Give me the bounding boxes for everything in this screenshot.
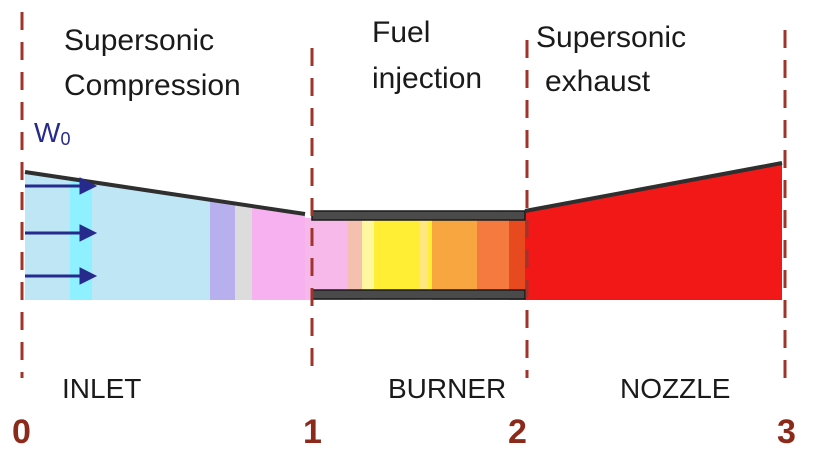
w0-subscript: 0 bbox=[60, 129, 70, 149]
burner-label: BURNER bbox=[388, 373, 506, 404]
inlet-label: INLET bbox=[62, 373, 141, 404]
flow-arrow-head bbox=[79, 224, 98, 242]
burner-flow-region bbox=[305, 218, 525, 300]
flow-arrow-head bbox=[79, 177, 98, 195]
station-label-3: 3 bbox=[777, 413, 796, 451]
nozzle-wall bbox=[524, 161, 783, 213]
station-label-0: 0 bbox=[12, 413, 31, 451]
flow-arrow-head bbox=[79, 267, 98, 285]
w0-main: W bbox=[34, 117, 61, 148]
supersonic-compression-label-line2: Compression bbox=[64, 69, 241, 102]
nozzle-flow-region bbox=[525, 164, 782, 300]
station-label-1: 1 bbox=[303, 413, 322, 451]
burner-bottom-wall bbox=[311, 289, 526, 300]
supersonic-exhaust-label-line2: exhaust bbox=[545, 65, 651, 98]
fuel-injection-label-line2: injection bbox=[372, 62, 482, 95]
w0-label: W0 bbox=[34, 117, 70, 149]
station-lines bbox=[20, 12, 787, 378]
supersonic-compression-label-line1: Supersonic bbox=[64, 24, 214, 57]
fuel-injection-label-line1: Fuel bbox=[372, 16, 430, 49]
supersonic-exhaust-label-line1: Supersonic bbox=[536, 21, 686, 54]
flow-arrows bbox=[25, 177, 98, 285]
nozzle-label: NOZZLE bbox=[620, 373, 730, 404]
burner-top-wall bbox=[311, 210, 526, 221]
inlet-ramp-wall bbox=[24, 170, 306, 216]
station-label-2: 2 bbox=[508, 413, 527, 451]
inlet-flow-region bbox=[25, 172, 305, 300]
